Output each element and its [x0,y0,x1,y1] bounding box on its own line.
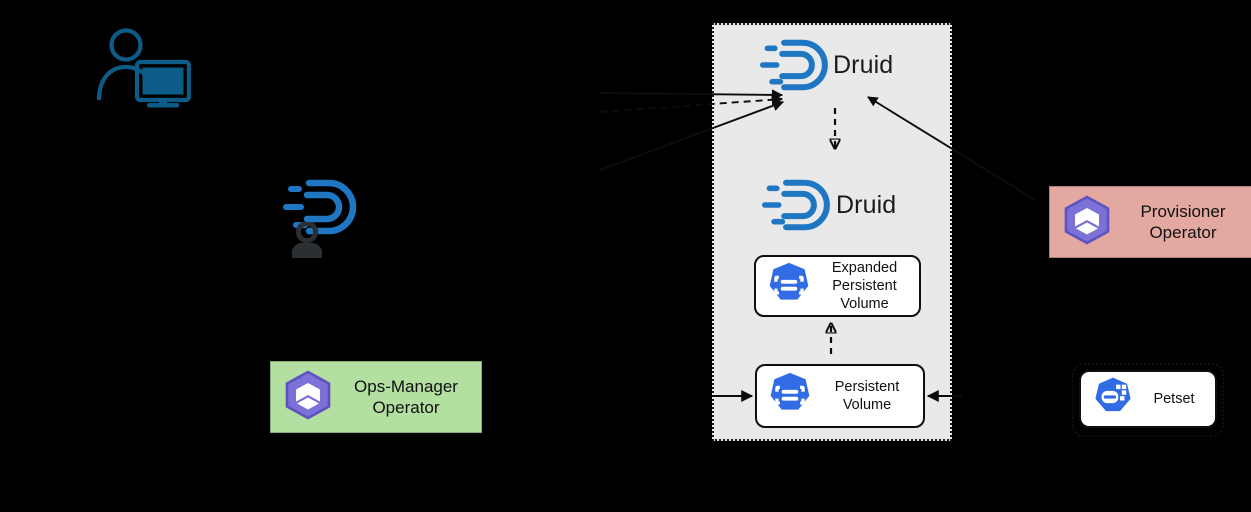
petset-dotted-outline [1072,363,1224,437]
operator-cube-icon [283,370,333,425]
provisioner-operator-chip[interactable]: Provisioner Operator [1049,186,1251,258]
provisioner-operator-label: Provisioner Operator [1140,202,1226,242]
user-at-computer-icon [95,28,192,108]
ops-manager-operator-chip[interactable]: Ops-Manager Operator [270,361,482,433]
druid-logo-top [760,36,836,94]
persistent-volume-label: Persistent Volume [834,379,900,413]
user-silhouette-icon [288,220,326,258]
kubernetes-petset-icon [1091,375,1135,424]
druid-top-label: Druid [833,51,894,79]
persistent-volume-box[interactable]: Persistent Volume [755,364,925,428]
expanded-persistent-volume-box[interactable]: Expanded Persistent Volume [754,255,921,317]
petset-box[interactable]: Petset [1079,370,1217,428]
kubernetes-persistent-volume-icon [767,371,813,422]
petset-label: Petset [1153,391,1195,407]
operator-cube-icon [1062,195,1112,250]
ops-manager-operator-label: Ops-Manager Operator [354,377,458,417]
kubernetes-persistent-volume-icon [766,261,812,312]
druid-bottom-label: Druid [836,191,897,219]
expanded-persistent-volume-label: Expanded Persistent Volume [831,260,898,312]
druid-logo-bottom [762,176,838,234]
